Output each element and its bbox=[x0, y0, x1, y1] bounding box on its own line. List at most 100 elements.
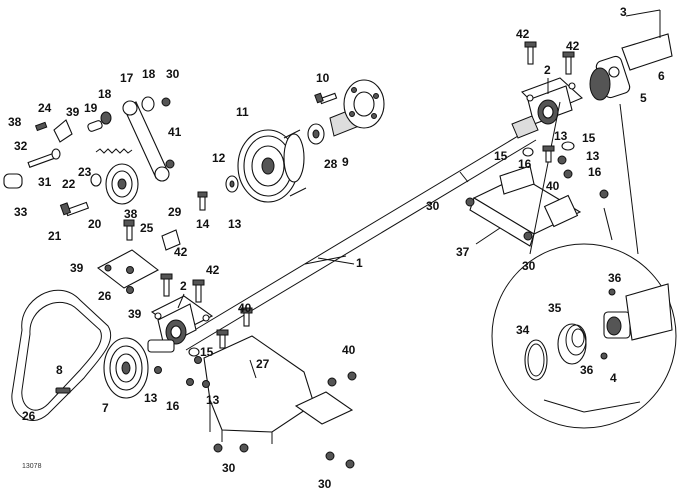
bolt-21 bbox=[59, 201, 90, 217]
callout-30: 30 bbox=[522, 259, 536, 273]
callout-7: 7 bbox=[102, 401, 109, 415]
washer-12 bbox=[225, 175, 239, 193]
callout-39: 39 bbox=[70, 261, 84, 275]
knob-33 bbox=[3, 173, 23, 189]
callout-10: 10 bbox=[316, 71, 330, 85]
callout-20: 20 bbox=[88, 217, 102, 231]
stud-32 bbox=[27, 152, 55, 168]
clip-29 bbox=[161, 229, 181, 251]
callout-14: 14 bbox=[196, 217, 210, 231]
electric-clutch bbox=[237, 129, 307, 203]
callout-17: 17 bbox=[120, 71, 134, 85]
u-joint-assembly bbox=[589, 33, 673, 101]
callout-15: 15 bbox=[494, 149, 508, 163]
callout-29: 29 bbox=[168, 205, 182, 219]
callout-11: 11 bbox=[236, 105, 249, 119]
right-bearing-housing bbox=[521, 77, 584, 125]
callout-16: 16 bbox=[588, 165, 602, 179]
callout-4: 4 bbox=[610, 371, 617, 385]
hardware-bolts bbox=[160, 41, 575, 349]
callout-13: 13 bbox=[206, 393, 220, 407]
nut-30-upper bbox=[161, 97, 171, 107]
callout-1: 1 bbox=[356, 256, 363, 270]
callout-6: 6 bbox=[658, 69, 665, 83]
callout-32: 32 bbox=[14, 139, 28, 153]
callout-36: 36 bbox=[580, 363, 594, 377]
callout-16: 16 bbox=[166, 399, 180, 413]
callout-39: 39 bbox=[66, 105, 80, 119]
callout-8: 8 bbox=[56, 363, 63, 377]
detail-circle bbox=[491, 101, 677, 429]
washer-22 bbox=[90, 173, 102, 187]
callout-19: 19 bbox=[84, 101, 98, 115]
bushing-18 bbox=[100, 96, 155, 125]
callout-18: 18 bbox=[98, 87, 112, 101]
idler-pulley-20 bbox=[105, 163, 139, 205]
callout-42: 42 bbox=[206, 263, 220, 277]
callout-16: 16 bbox=[518, 157, 532, 171]
nut-41 bbox=[165, 159, 175, 169]
bearing-cup-35 bbox=[557, 323, 587, 365]
callout-15: 15 bbox=[200, 345, 214, 359]
right-bracket-37 bbox=[469, 165, 582, 247]
callout-30: 30 bbox=[166, 67, 180, 81]
callout-13: 13 bbox=[144, 391, 158, 405]
bracket-24 bbox=[53, 119, 73, 143]
idler-arm-17 bbox=[122, 100, 170, 182]
callout-41: 41 bbox=[168, 125, 182, 139]
callout-numbers: 1 2 2 3 4 5 6 7 8 9 10 11 12 13 13 13 13… bbox=[8, 5, 665, 491]
callout-33: 33 bbox=[14, 205, 28, 219]
callout-42: 42 bbox=[174, 245, 188, 259]
left-bearing-housing bbox=[150, 295, 214, 347]
callout-40: 40 bbox=[342, 343, 356, 357]
callout-28: 28 bbox=[324, 157, 338, 171]
snap-ring-34 bbox=[524, 339, 548, 381]
leader-lines bbox=[177, 9, 661, 432]
callout-42: 42 bbox=[516, 27, 530, 41]
hardware-nuts bbox=[126, 155, 609, 469]
hub-9 bbox=[329, 79, 385, 137]
v-belt bbox=[11, 289, 112, 421]
callout-42: 42 bbox=[566, 39, 580, 53]
callout-12: 12 bbox=[212, 151, 226, 165]
callout-13: 13 bbox=[228, 217, 242, 231]
callout-26: 26 bbox=[98, 289, 112, 303]
nut-31 bbox=[51, 148, 61, 160]
hardware-washers bbox=[188, 141, 575, 357]
callout-15: 15 bbox=[582, 131, 596, 145]
bolt-10 bbox=[314, 92, 338, 105]
callout-13: 13 bbox=[586, 149, 600, 163]
callout-40: 40 bbox=[238, 301, 252, 315]
callout-27: 27 bbox=[256, 357, 270, 371]
callout-13: 13 bbox=[554, 129, 568, 143]
lower-pulley bbox=[103, 337, 175, 399]
callout-31: 31 bbox=[38, 175, 52, 189]
callout-23: 23 bbox=[78, 165, 92, 179]
callout-24: 24 bbox=[38, 101, 52, 115]
callout-40: 40 bbox=[546, 179, 560, 193]
figure-id: 13078 bbox=[22, 463, 42, 470]
callout-18: 18 bbox=[142, 67, 156, 81]
spacer-19 bbox=[87, 120, 103, 132]
callout-34: 34 bbox=[516, 323, 530, 337]
callout-35: 35 bbox=[548, 301, 562, 315]
callout-3: 3 bbox=[620, 5, 627, 19]
callout-30: 30 bbox=[222, 461, 236, 475]
callout-21: 21 bbox=[48, 229, 62, 243]
callout-37: 37 bbox=[456, 245, 470, 259]
callout-2: 2 bbox=[544, 63, 551, 77]
callout-25: 25 bbox=[140, 221, 154, 235]
callout-36: 36 bbox=[608, 271, 622, 285]
callout-26: 26 bbox=[22, 409, 36, 423]
callout-2: 2 bbox=[180, 279, 187, 293]
key-8 bbox=[55, 387, 71, 394]
spring-23 bbox=[95, 148, 133, 154]
callout-9: 9 bbox=[342, 155, 349, 169]
spacer-28 bbox=[307, 123, 325, 145]
callout-30: 30 bbox=[318, 477, 332, 491]
callout-22: 22 bbox=[62, 177, 76, 191]
callout-38: 38 bbox=[8, 115, 22, 129]
callout-30: 30 bbox=[426, 199, 440, 213]
front-bracket-27 bbox=[203, 335, 354, 444]
